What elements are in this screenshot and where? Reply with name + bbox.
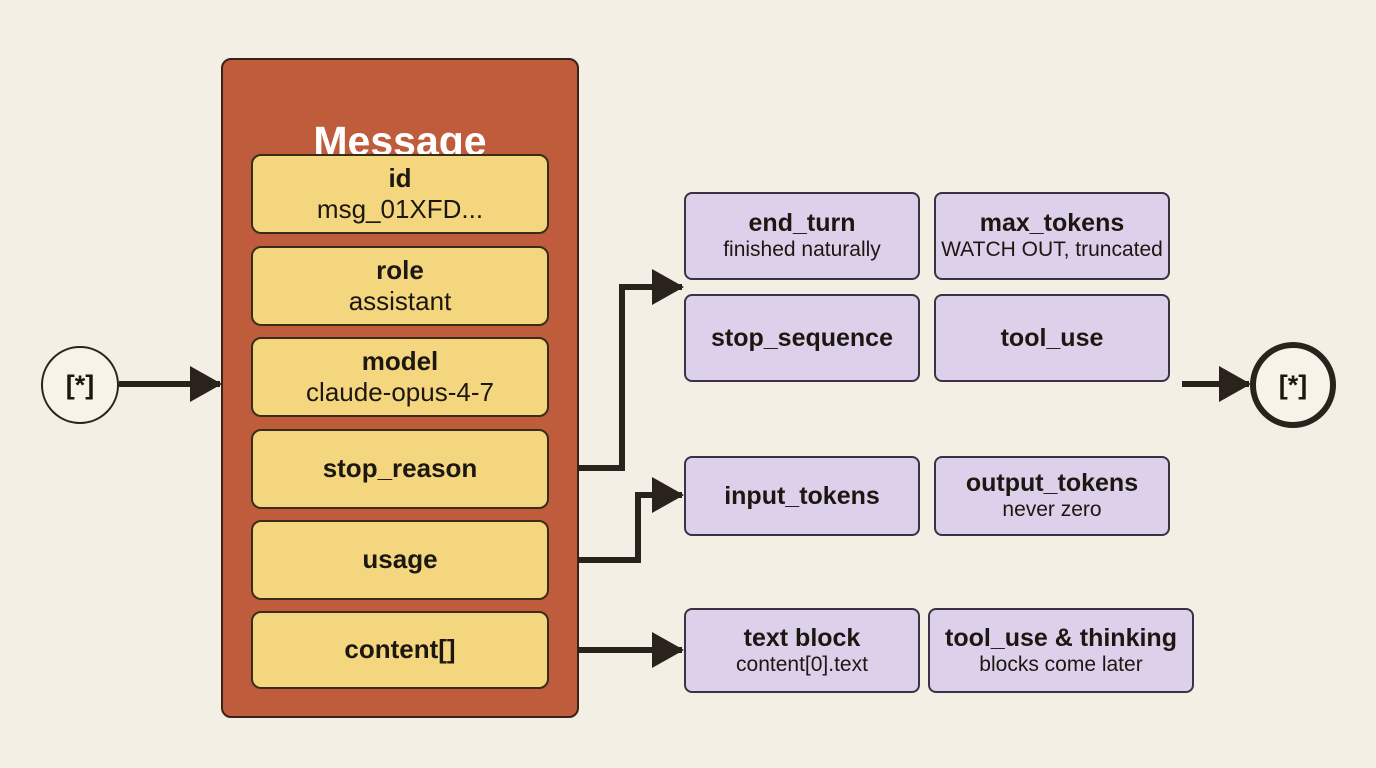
field-stop-reason-name: stop_reason xyxy=(322,453,478,484)
field-content: content[] xyxy=(251,611,549,689)
stop-reason-max-tokens-name: max_tokens xyxy=(979,209,1125,238)
usage-input-tokens-name: input_tokens xyxy=(724,481,880,510)
content-text-block-name: text block xyxy=(743,623,861,652)
content-tool-use-thinking: tool_use & thinking blocks come later xyxy=(928,608,1194,693)
content-tool-use-thinking-name: tool_use & thinking xyxy=(945,623,1177,652)
end-node: [*] xyxy=(1250,342,1336,428)
field-content-name: content[] xyxy=(344,634,456,665)
usage-output-tokens-note: never zero xyxy=(1002,498,1102,522)
stop-reason-end-turn-name: end_turn xyxy=(748,209,856,238)
stop-reason-max-tokens: max_tokens WATCH OUT, truncated xyxy=(934,192,1170,280)
field-id-name: id xyxy=(388,162,412,193)
field-model-value: claude-opus-4-7 xyxy=(306,377,494,407)
stop-reason-tool-use: tool_use xyxy=(934,294,1170,382)
field-model: model claude-opus-4-7 xyxy=(251,337,549,417)
stop-reason-end-turn-note: finished naturally xyxy=(723,238,881,262)
stop-reason-stop-sequence-name: stop_sequence xyxy=(710,323,893,352)
arrow-stop-reason-to-options xyxy=(549,269,684,471)
field-id-value: msg_01XFD... xyxy=(316,194,484,224)
field-id: id msg_01XFD... xyxy=(251,154,549,234)
field-role-value: assistant xyxy=(348,286,452,316)
usage-output-tokens: output_tokens never zero xyxy=(934,456,1170,536)
field-usage: usage xyxy=(251,520,549,600)
usage-input-tokens: input_tokens xyxy=(684,456,920,536)
start-node: [*] xyxy=(41,346,119,424)
field-role-name: role xyxy=(376,254,424,285)
content-text-block-note: content[0].text xyxy=(736,652,868,676)
stop-reason-stop-sequence: stop_sequence xyxy=(684,294,920,382)
field-role: role assistant xyxy=(251,246,549,326)
stop-reason-end-turn: end_turn finished naturally xyxy=(684,192,920,280)
content-text-block: text block content[0].text xyxy=(684,608,920,693)
stop-reason-tool-use-name: tool_use xyxy=(1000,323,1104,352)
arrow-usage-to-tokens xyxy=(549,477,684,563)
field-usage-name: usage xyxy=(362,544,438,575)
usage-output-tokens-name: output_tokens xyxy=(965,469,1139,498)
end-node-label: [*] xyxy=(1278,369,1308,400)
content-tool-use-thinking-note: blocks come later xyxy=(979,652,1143,676)
field-stop-reason: stop_reason xyxy=(251,429,549,509)
start-node-label: [*] xyxy=(65,369,95,400)
stop-reason-max-tokens-note: WATCH OUT, truncated xyxy=(941,238,1163,262)
field-model-name: model xyxy=(361,345,439,376)
